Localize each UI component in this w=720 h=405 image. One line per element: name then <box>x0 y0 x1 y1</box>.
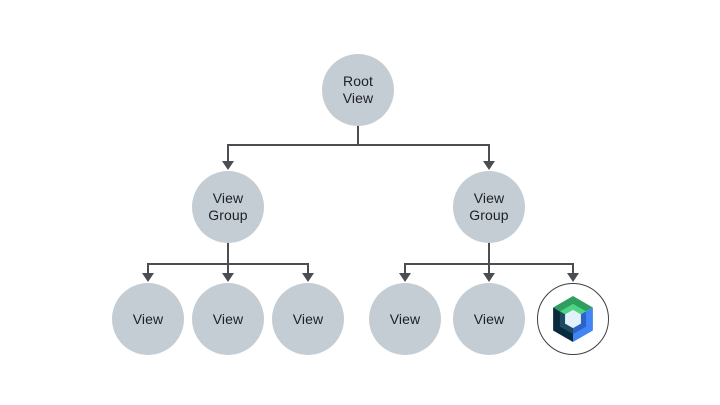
arrowhead-to-compose-node <box>567 273 579 282</box>
connector-level2-right-stem3 <box>572 263 574 274</box>
node-view-group-right: View Group <box>453 171 525 243</box>
node-view-group-left: View Group <box>192 171 264 243</box>
node-view-1: View <box>112 283 184 355</box>
connector-level1-stem-left <box>227 144 229 161</box>
node-view-4: View <box>369 283 441 355</box>
arrowhead-to-view-3 <box>302 273 314 282</box>
node-view-3: View <box>272 283 344 355</box>
connector-level2-left-stem1 <box>147 263 149 274</box>
connector-root-trunk <box>357 124 359 146</box>
connector-group-left-trunk <box>227 242 229 265</box>
jetpack-compose-icon <box>553 296 593 342</box>
arrowhead-to-view-1 <box>142 273 154 282</box>
connector-level2-left-stem2 <box>227 263 229 274</box>
arrowhead-to-group-left <box>222 161 234 170</box>
connector-level2-right-stem2 <box>488 263 490 274</box>
arrowhead-to-view-5 <box>483 273 495 282</box>
node-label: View <box>473 310 505 327</box>
node-label: View <box>212 310 244 327</box>
connector-group-right-trunk <box>488 242 490 265</box>
connector-level1-stem-right <box>488 144 490 161</box>
node-label: View <box>389 310 421 327</box>
node-label: View Group <box>208 190 248 223</box>
arrowhead-to-group-right <box>483 161 495 170</box>
connector-level2-left-stem3 <box>307 263 309 274</box>
connector-level1-hline <box>227 144 490 146</box>
node-label: View Group <box>469 190 509 223</box>
node-label: Root View <box>342 73 374 106</box>
node-label: View <box>292 310 324 327</box>
connector-level2-right-stem1 <box>404 263 406 274</box>
node-view-2: View <box>192 283 264 355</box>
arrowhead-to-view-4 <box>399 273 411 282</box>
node-label: View <box>132 310 164 327</box>
node-root-view: Root View <box>322 54 394 126</box>
arrowhead-to-view-2 <box>222 273 234 282</box>
node-view-5: View <box>453 283 525 355</box>
node-jetpack-compose <box>537 283 609 355</box>
